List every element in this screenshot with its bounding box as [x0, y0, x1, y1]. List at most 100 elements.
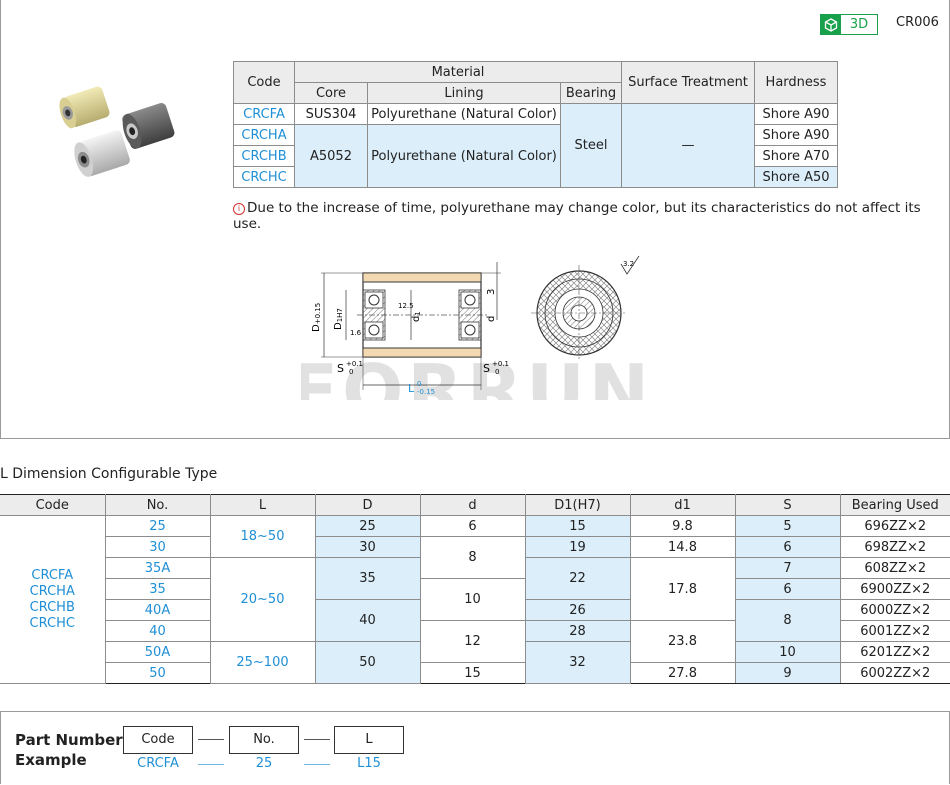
dim-L: L	[408, 382, 415, 395]
D1-value: 26	[524, 599, 631, 621]
code-link[interactable]: CRCHC	[29, 615, 75, 631]
code-link[interactable]: CRCHB	[233, 145, 295, 167]
header-core: Core	[294, 82, 368, 104]
D1-value: 32	[524, 641, 631, 684]
cube-icon	[821, 15, 841, 34]
s-left-tol-bottom: 0	[349, 368, 353, 376]
hardness-cell: Shore A90	[754, 124, 838, 146]
header-bearing: Bearing	[560, 82, 622, 104]
col-code: Code	[0, 494, 106, 516]
code-list: CRCFA CRCHA CRCHB CRCHC	[0, 515, 106, 684]
col-D: D	[314, 494, 421, 516]
pn-example-separator	[304, 764, 330, 765]
header-code: Code	[233, 61, 295, 104]
dim-D: D+0.15	[311, 303, 322, 332]
part-number-title-line1: Part Number	[15, 731, 123, 749]
D1-value: 22	[524, 557, 631, 600]
l-tol-bottom: -0.15	[417, 388, 435, 396]
D1-value: 19	[524, 536, 631, 558]
part-number-title: Part Number Example	[15, 730, 123, 770]
dim-S-left: S	[337, 362, 344, 375]
s-right-tol-top: +0.1	[492, 360, 509, 368]
d1-value: 27.8	[629, 662, 736, 684]
pn-example-no: 25	[255, 756, 273, 771]
no-link[interactable]: 50A	[105, 641, 211, 663]
S-value: 9	[734, 662, 841, 684]
bearing-cell: Steel	[560, 103, 622, 188]
col-d: d	[419, 494, 526, 516]
pn-separator	[198, 739, 224, 740]
product-image	[59, 86, 175, 177]
core-cell: SUS304	[294, 103, 368, 125]
header-hardness: Hardness	[754, 61, 838, 104]
dim-3: 3	[486, 289, 497, 295]
d1-value: 23.8	[629, 620, 736, 663]
d-value: 10	[419, 578, 526, 621]
header-material: Material	[294, 61, 622, 83]
D-value: 25	[314, 515, 421, 537]
bearing-value: 6900ZZ×2	[839, 578, 950, 600]
S-value: 10	[734, 641, 841, 663]
code-link[interactable]: CRCHB	[29, 599, 75, 615]
roughness-12-5: 12.5	[398, 302, 414, 310]
pn-box-no: No.	[229, 726, 299, 754]
no-link[interactable]: 25	[104, 515, 211, 537]
3d-model-button[interactable]: 3D	[820, 14, 878, 35]
dim-d: d	[486, 316, 497, 322]
D-value: 35	[314, 557, 421, 600]
code-link[interactable]: CRCFA	[233, 103, 295, 125]
d1-value: 9.8	[629, 515, 736, 537]
header-lining: Lining	[367, 82, 561, 104]
d1-value: 14.8	[629, 536, 736, 558]
hardness-cell: Shore A70	[754, 145, 838, 167]
bearing-value: 608ZZ×2	[839, 557, 950, 579]
no-link[interactable]: 30	[105, 536, 211, 558]
d-value: 15	[419, 662, 526, 684]
technical-drawing: FORRUN D+0.15 D1H7 1.6 12.5 d1 3 d	[301, 255, 649, 400]
pn-example-L: L15	[357, 756, 381, 771]
code-link[interactable]: CRCHA	[29, 583, 75, 599]
no-link[interactable]: 35A	[105, 557, 211, 579]
lining-cell: Polyurethane (Natural Color)	[367, 124, 561, 188]
pn-separator	[304, 739, 330, 740]
s-right-tol-bottom: 0	[495, 368, 499, 376]
part-number-title-line2: Example	[15, 751, 87, 769]
S-value: 7	[734, 557, 841, 579]
L-range: 20~50	[209, 557, 316, 642]
bearing-value: 696ZZ×2	[839, 515, 950, 537]
core-cell: A5052	[294, 124, 368, 188]
d-value: 6	[419, 515, 526, 537]
dim-S-right: S	[483, 362, 490, 375]
material-table: Code Material Surface Treatment Hardness…	[233, 61, 838, 188]
S-value: 6	[734, 536, 841, 558]
col-D1: D1(H7)	[524, 494, 631, 516]
pn-box-L: L	[334, 726, 404, 754]
pn-box-code: Code	[123, 726, 193, 754]
header-surface-treatment: Surface Treatment	[621, 61, 755, 104]
roughness-3-2: 3.2	[623, 260, 634, 268]
hardness-cell: Shore A50	[754, 166, 838, 188]
dim-D1: D1H7	[333, 308, 344, 330]
no-link[interactable]: 50	[105, 662, 211, 684]
pn-example-separator	[198, 764, 224, 765]
no-link[interactable]: 40	[105, 620, 211, 642]
col-bearing: Bearing Used	[839, 494, 950, 516]
l-tol-top: 0	[417, 380, 421, 388]
no-link[interactable]: 40A	[105, 599, 211, 621]
S-value: 5	[734, 515, 841, 537]
product-code: CR006	[896, 15, 939, 30]
d-value: 12	[419, 620, 526, 663]
code-link[interactable]: CRCHC	[233, 166, 295, 188]
part-number-example: Part Number Example Code No. L CRCFA 25 …	[0, 711, 950, 784]
3d-label: 3D	[849, 17, 869, 32]
D1-value: 15	[524, 515, 631, 537]
no-link[interactable]: 35	[105, 578, 211, 600]
code-link[interactable]: CRCHA	[233, 124, 295, 146]
D1-value: 28	[524, 620, 631, 642]
surface-cell: —	[621, 103, 755, 188]
dimension-table: Code No. L D d D1(H7) d1 S Bearing Used …	[0, 494, 950, 684]
code-link[interactable]: CRCFA	[31, 567, 74, 583]
roughness-1-6: 1.6	[350, 329, 362, 337]
D-value: 50	[314, 641, 421, 684]
